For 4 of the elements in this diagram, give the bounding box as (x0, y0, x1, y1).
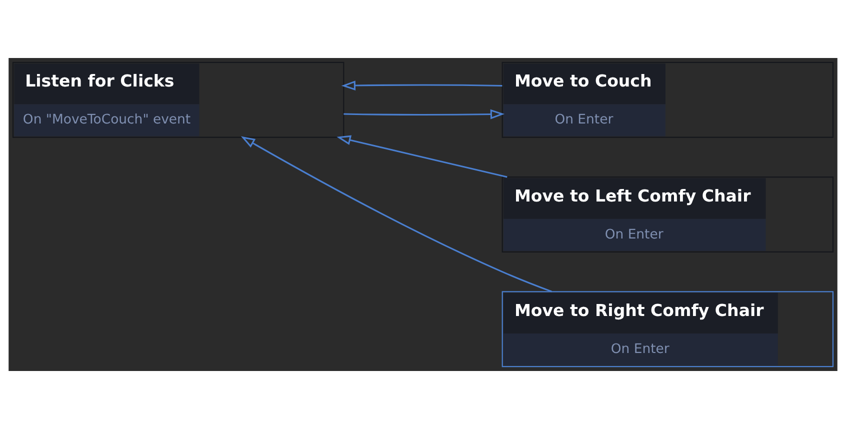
arrow (240, 136, 552, 292)
arrow (336, 134, 508, 178)
arrow (341, 80, 502, 90)
arrow (344, 108, 505, 119)
